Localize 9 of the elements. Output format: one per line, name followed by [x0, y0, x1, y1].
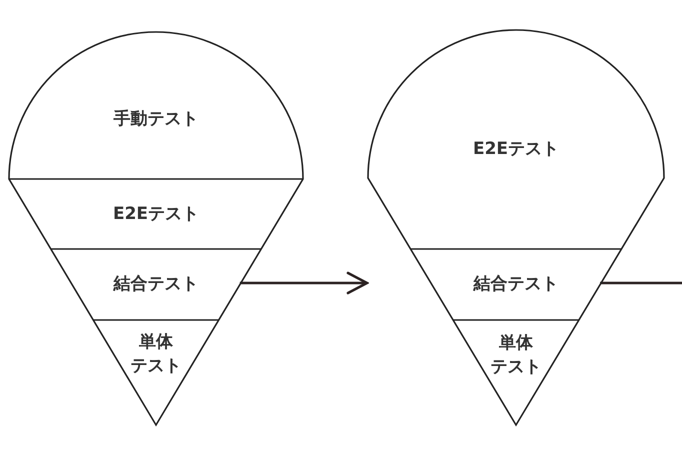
- section-label: 結合テスト: [474, 273, 558, 296]
- section-label: E2Eテスト: [112, 203, 200, 226]
- section-label: 単体テスト: [490, 332, 542, 379]
- section-label: 手動テスト: [114, 108, 198, 132]
- connector-line: [600, 282, 682, 284]
- section-label: 結合テスト: [114, 273, 198, 296]
- section-label: 単体テスト: [130, 331, 182, 378]
- arrow: [240, 272, 368, 294]
- section-label: E2Eテスト: [472, 138, 560, 162]
